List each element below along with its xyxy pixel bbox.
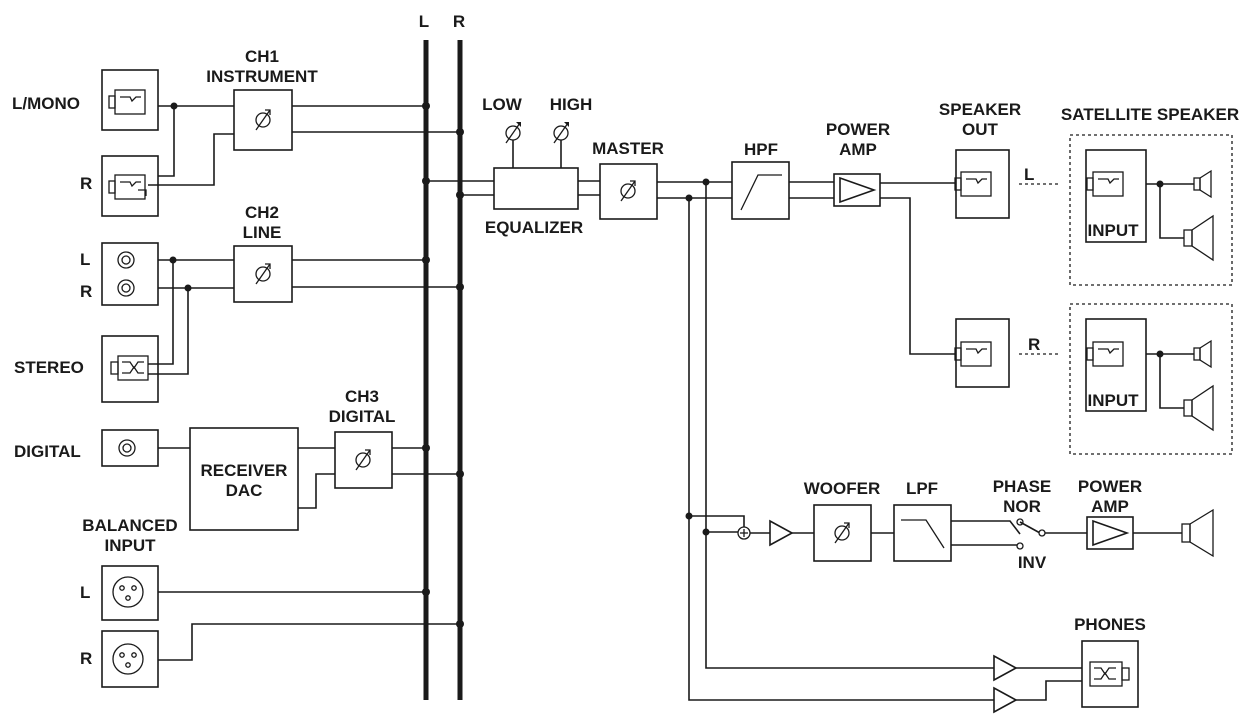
line-r-label: R (80, 282, 92, 301)
power-label: POWER (826, 120, 890, 139)
digital-input-label: DIGITAL (14, 442, 81, 461)
speaker-label: SPEAKER (939, 100, 1021, 119)
instrument-label: INSTRUMENT (206, 67, 318, 86)
woofer-power-label: POWER (1078, 477, 1142, 496)
satellite-speaker-l (1069, 134, 1233, 286)
balanced-l-label: L (80, 583, 90, 602)
woofer-amp-label: AMP (1091, 497, 1129, 516)
satellite-speaker-r (1069, 303, 1233, 455)
woofer-label: WOOFER (804, 479, 881, 498)
phase-label: PHASE (993, 477, 1052, 496)
stereo-label: STEREO (14, 358, 84, 377)
stereo-jack-box (101, 335, 159, 403)
ch2-label: CH2 (245, 203, 279, 222)
speaker-out-r-box (954, 318, 1010, 388)
out-label: OUT (962, 120, 999, 139)
receiver-dac-box (189, 427, 299, 531)
phones-jack-box (1081, 640, 1139, 708)
lpf-label: LPF (906, 479, 938, 498)
woofer-speaker-icon (1183, 399, 1193, 417)
equalizer-label: EQUALIZER (485, 218, 583, 237)
hpf-curve-icon (740, 174, 782, 211)
hpf-box (731, 161, 790, 220)
ch1-label: CH1 (245, 47, 279, 66)
r-jack-box (101, 155, 159, 217)
master-volume-box (599, 163, 658, 220)
inv-label: INV (1018, 553, 1047, 572)
digital-jack-box (101, 429, 159, 467)
bus-r-label: R (453, 12, 465, 31)
speaker-out-r-label: R (1028, 335, 1040, 354)
master-label: MASTER (592, 139, 664, 158)
ch3-label: CH3 (345, 387, 379, 406)
balanced-r-label: R (80, 649, 92, 668)
line-l-label: L (80, 250, 90, 269)
lpf-box (893, 504, 952, 562)
amplifier-icon (839, 176, 877, 204)
satellite-speaker-label: SATELLITE SPEAKER (1061, 105, 1239, 124)
power-amp-box (833, 173, 881, 207)
ch2-volume-box (233, 245, 293, 303)
receiver-label: RECEIVER (201, 461, 288, 480)
tweeter-icon (1193, 177, 1201, 191)
bus-l-label: L (419, 12, 429, 31)
amp-label: AMP (839, 140, 877, 159)
woofer-speaker-icon (1183, 229, 1193, 247)
speaker-out-l-box (954, 149, 1010, 219)
balanced-label: BALANCED (82, 516, 177, 535)
phones-label: PHONES (1074, 615, 1146, 634)
line-label: LINE (243, 223, 282, 242)
l-mono-jack-box (101, 69, 159, 131)
subwoofer-speaker-icon (1181, 523, 1191, 543)
speaker-out-l-label: L (1024, 165, 1034, 184)
summing-node-icon (737, 526, 751, 540)
r-input-label: R (80, 174, 92, 193)
phones-amp-l-icon (993, 654, 1018, 682)
satellite-input-label-1: INPUT (1088, 221, 1140, 240)
l-mono-label: L/MONO (12, 94, 80, 113)
dac-label: DAC (226, 481, 263, 500)
high-eq-knob-icon (553, 121, 570, 144)
phones-amp-r-icon (993, 686, 1018, 714)
woofer-preamp-icon (769, 519, 794, 547)
rca-jack-box (101, 242, 159, 306)
ch3-digital-label: DIGITAL (329, 407, 396, 426)
woofer-power-amp-box (1086, 516, 1134, 550)
woofer-volume-box (813, 504, 872, 562)
high-label: HIGH (550, 95, 593, 114)
ch3-volume-box (334, 431, 393, 489)
amplifier-icon (1092, 519, 1130, 547)
lpf-curve-icon (901, 519, 945, 549)
ch1-volume-box (233, 89, 293, 151)
hpf-label: HPF (744, 140, 778, 159)
tweeter-icon (1193, 347, 1201, 361)
nor-label: NOR (1003, 497, 1041, 516)
xlr-l-jack-box (101, 565, 159, 621)
low-label: LOW (482, 95, 523, 114)
xlr-r-jack-box (101, 630, 159, 688)
satellite-input-label-2: INPUT (1088, 391, 1140, 410)
balanced-input-label: INPUT (105, 536, 157, 555)
equalizer-box (493, 167, 579, 210)
low-eq-knob-icon (505, 121, 522, 144)
